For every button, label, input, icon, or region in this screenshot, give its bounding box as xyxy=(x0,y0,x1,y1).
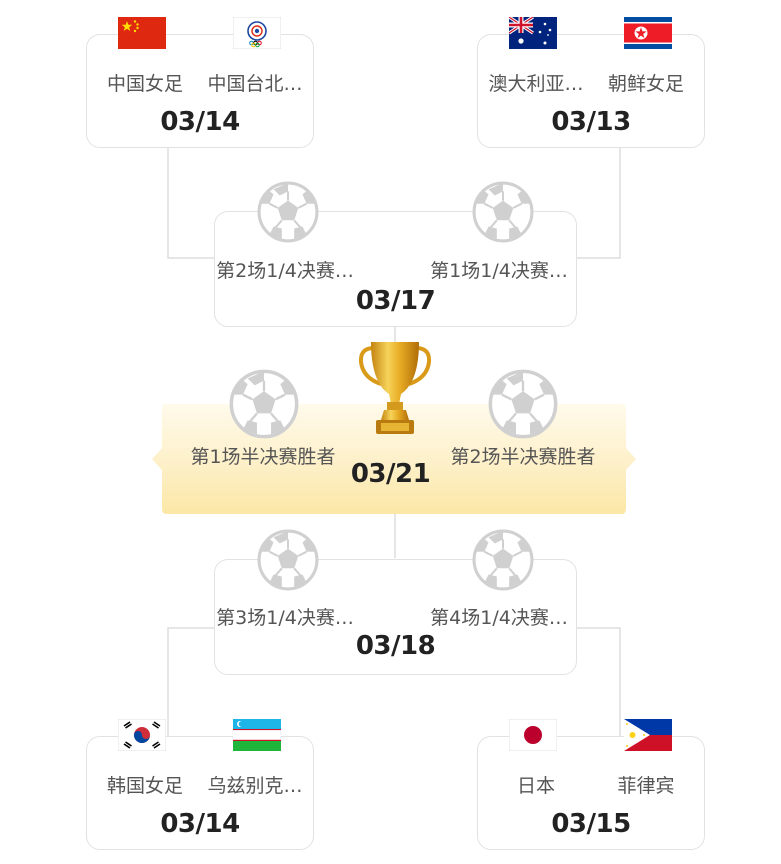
team-name: 第1场1/4决赛… xyxy=(430,260,568,282)
team-name: 菲律宾 xyxy=(617,775,675,797)
south-korea-flag-icon xyxy=(118,719,166,751)
match-card-qf-top-right[interactable]: 澳大利亚… 朝鲜女足 03/13 xyxy=(477,34,705,148)
team-name: 第2场1/4决赛… xyxy=(216,260,354,282)
match-date: 03/17 xyxy=(355,286,436,316)
team-name: 乌兹别克… xyxy=(207,775,303,797)
match-date: 03/14 xyxy=(160,107,240,137)
soccer-ball-icon xyxy=(229,369,299,439)
final-date: 03/21 xyxy=(350,459,431,489)
final-team-name: 第1场半决赛胜者 xyxy=(190,446,336,468)
final-team-name: 第2场半决赛胜者 xyxy=(450,446,596,468)
uzbekistan-flag-icon xyxy=(233,719,281,751)
team-name: 中国台北… xyxy=(207,73,303,95)
soccer-ball-icon xyxy=(488,369,558,439)
soccer-ball-icon xyxy=(257,181,319,243)
match-date: 03/18 xyxy=(355,631,436,661)
match-card-qf-bottom-left[interactable]: 韩国女足 乌兹别克… 03/14 xyxy=(86,736,314,850)
team-name: 第4场1/4决赛… xyxy=(430,607,568,629)
team-name: 澳大利亚… xyxy=(488,73,584,95)
north-korea-flag-icon xyxy=(624,17,672,49)
trophy-icon xyxy=(358,342,432,434)
team-name: 日本 xyxy=(516,775,555,797)
australia-flag-icon xyxy=(509,17,557,49)
team-name: 韩国女足 xyxy=(106,775,183,797)
china-flag-icon xyxy=(118,17,166,49)
match-date: 03/15 xyxy=(551,809,631,839)
philippines-flag-icon xyxy=(624,719,672,751)
team-name: 朝鲜女足 xyxy=(607,73,684,95)
soccer-ball-icon xyxy=(257,529,319,591)
team-name: 第3场1/4决赛… xyxy=(216,607,354,629)
match-date: 03/13 xyxy=(551,107,631,137)
match-date: 03/14 xyxy=(160,809,240,839)
soccer-ball-icon xyxy=(472,181,534,243)
match-card-qf-bottom-right[interactable]: 日本 菲律宾 03/15 xyxy=(477,736,705,850)
chinese-taipei-flag-icon xyxy=(233,17,281,49)
soccer-ball-icon xyxy=(472,529,534,591)
japan-flag-icon xyxy=(509,719,557,751)
match-card-qf-top-left[interactable]: 中国女足 中国台北… 03/14 xyxy=(86,34,314,148)
team-name: 中国女足 xyxy=(106,73,183,95)
